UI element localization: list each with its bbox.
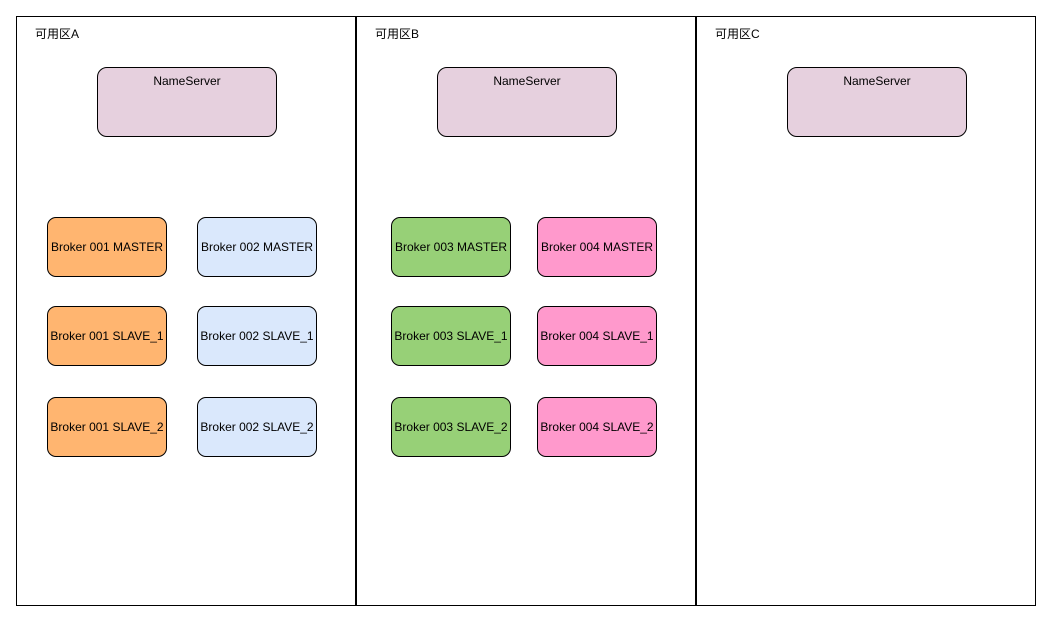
broker-003-slave-1[interactable]: Broker 003 SLAVE_1 [391,306,511,366]
broker-001-slave-1[interactable]: Broker 001 SLAVE_1 [47,306,167,366]
broker-001-slave-2[interactable]: Broker 001 SLAVE_2 [47,397,167,457]
zone-b-label: 可用区B [375,27,420,41]
availability-zone-b: 可用区B NameServer Broker 003 MASTER Broker… [356,16,696,606]
zone-c-label: 可用区C [715,27,760,41]
broker-002-slave-1[interactable]: Broker 002 SLAVE_1 [197,306,317,366]
broker-002-master[interactable]: Broker 002 MASTER [197,217,317,277]
broker-004-slave-2[interactable]: Broker 004 SLAVE_2 [537,397,657,457]
zone-a-label: 可用区A [35,27,80,41]
broker-004-slave-1[interactable]: Broker 004 SLAVE_1 [537,306,657,366]
broker-001-master[interactable]: Broker 001 MASTER [47,217,167,277]
broker-002-slave-2[interactable]: Broker 002 SLAVE_2 [197,397,317,457]
broker-004-master[interactable]: Broker 004 MASTER [537,217,657,277]
nameserver-zone-c[interactable]: NameServer [787,67,967,137]
availability-zone-a: 可用区A NameServer Broker 001 MASTER Broker… [16,16,356,606]
nameserver-zone-b[interactable]: NameServer [437,67,617,137]
availability-zone-c: 可用区C NameServer [696,16,1036,606]
broker-003-master[interactable]: Broker 003 MASTER [391,217,511,277]
nameserver-zone-a[interactable]: NameServer [97,67,277,137]
broker-003-slave-2[interactable]: Broker 003 SLAVE_2 [391,397,511,457]
